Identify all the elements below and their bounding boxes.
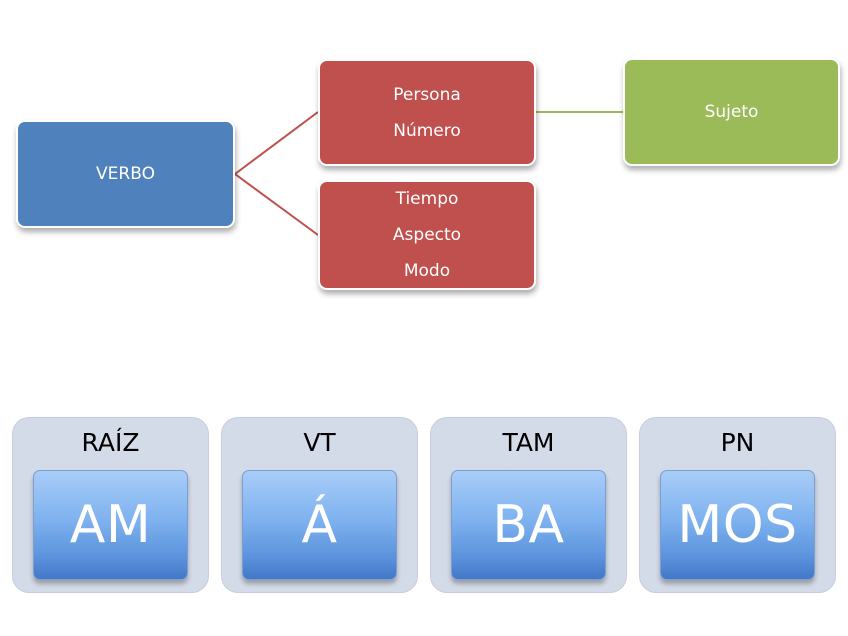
- tiempo-label: Tiempo: [395, 189, 459, 209]
- morpheme-chip-vt: Á: [242, 470, 397, 580]
- morpheme-label-tam: TAM: [502, 428, 555, 457]
- morpheme-panel-pn: PN MOS: [640, 418, 835, 592]
- morpheme-label-vt: VT: [303, 428, 336, 457]
- connector-verbo-tiempo: [234, 173, 319, 236]
- sujeto-label: Sujeto: [704, 102, 759, 122]
- morpheme-panel-vt: VT Á: [222, 418, 417, 592]
- sujeto-node: Sujeto: [623, 58, 840, 166]
- morpheme-panel-raiz: RAÍZ AM: [13, 418, 208, 592]
- aspecto-label: Aspecto: [392, 225, 462, 245]
- modo-label: Modo: [403, 261, 451, 281]
- morpheme-chip-tam: BA: [451, 470, 606, 580]
- morpheme-label-raiz: RAÍZ: [81, 428, 140, 457]
- morpheme-chip-pn: MOS: [660, 470, 815, 580]
- numero-label: Número: [393, 120, 461, 141]
- morpheme-label-pn: PN: [720, 428, 755, 457]
- tiempo-aspecto-modo-node: Tiempo Aspecto Modo: [318, 180, 536, 290]
- verbo-node: VERBO: [16, 120, 235, 228]
- morpheme-chip-raiz: AM: [33, 470, 188, 580]
- persona-label: Persona: [393, 84, 461, 105]
- morpheme-panel-tam: TAM BA: [431, 418, 626, 592]
- connector-verbo-persona: [234, 111, 319, 175]
- verbo-label: VERBO: [96, 164, 155, 184]
- persona-numero-node: Persona Número: [318, 59, 536, 166]
